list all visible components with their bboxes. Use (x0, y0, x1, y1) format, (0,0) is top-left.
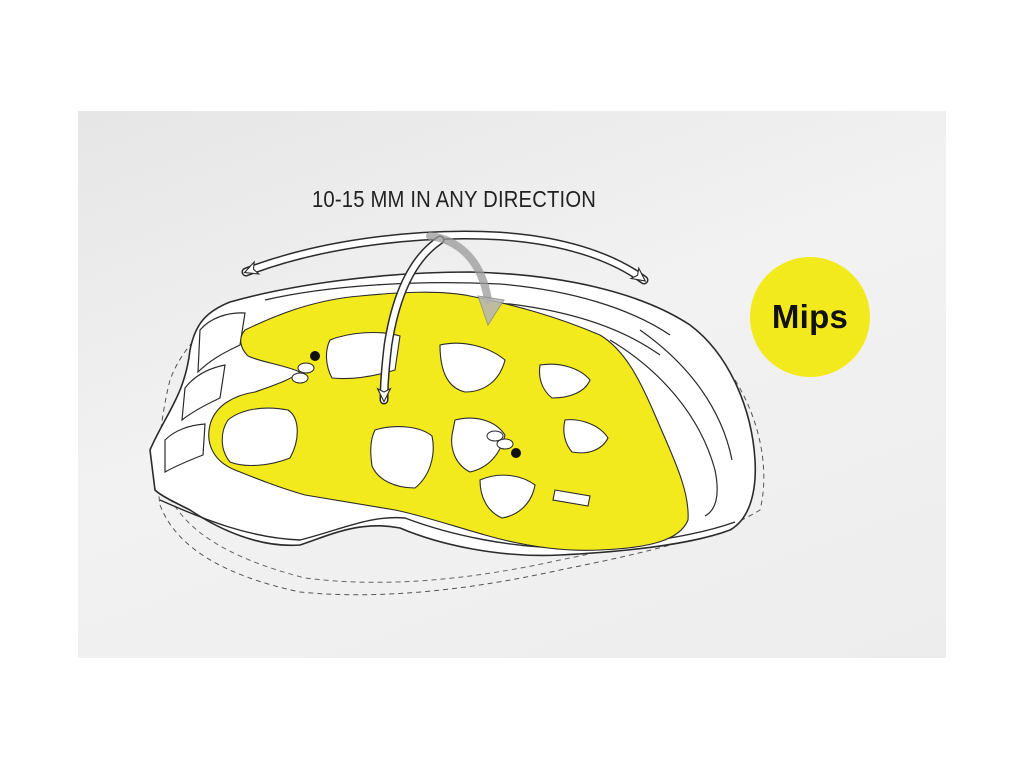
anchor-clip-front (291, 351, 320, 384)
translucent-rear-arrow (426, 232, 492, 304)
mips-badge: Mips (750, 257, 870, 377)
motion-caption: 10-15 MM IN ANY DIRECTION (312, 186, 597, 212)
anchor-clip-rear (486, 430, 521, 458)
mips-badge-label: Mips (771, 298, 849, 335)
